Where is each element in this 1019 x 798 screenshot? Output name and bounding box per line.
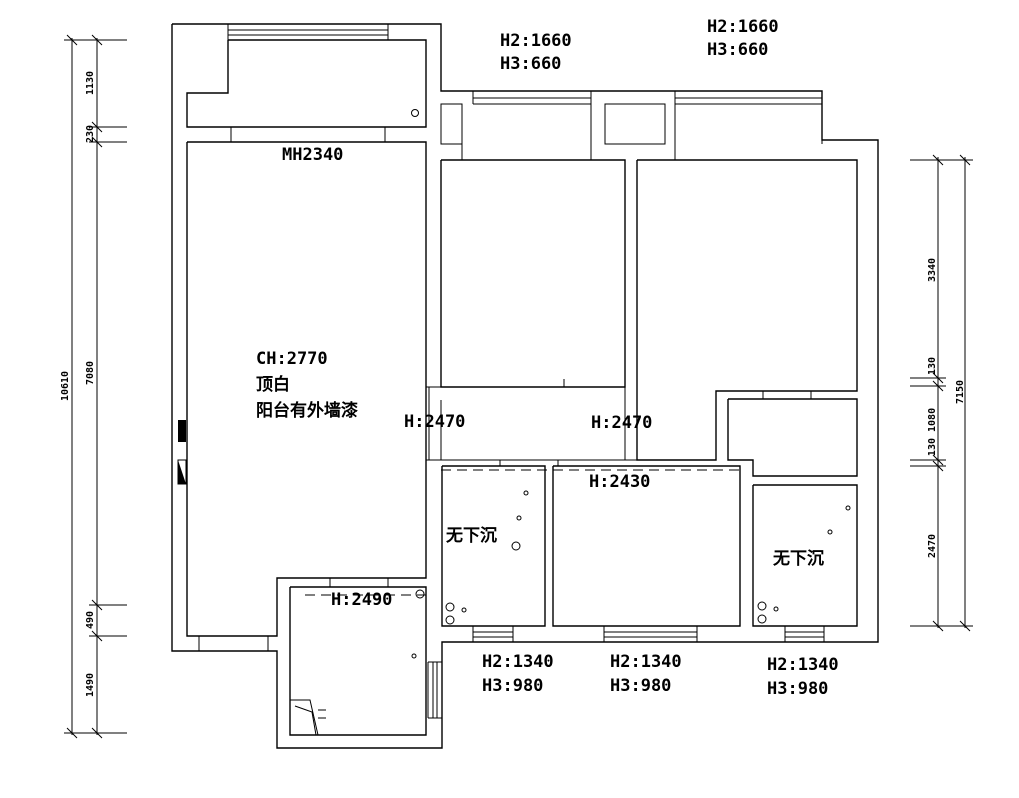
middle-room [552, 460, 741, 642]
right-dim-4: 2470 [927, 534, 938, 558]
top-balcony [186, 24, 427, 143]
kitchen [289, 578, 442, 736]
top-window-1-h2: H2:1660 [500, 31, 572, 51]
bottom-window-1-h3: H3:980 [482, 676, 543, 696]
bathroom-right [752, 484, 858, 642]
left-total-dim: 10610 [60, 371, 71, 401]
bath-left-label: 无下沉 [445, 525, 497, 546]
right-dim-3: 130 1080 [927, 408, 938, 456]
h-kitchen-label: H:2490 [331, 590, 392, 610]
outer-walls [171, 23, 879, 749]
left-dim-3: 7080 [85, 361, 96, 385]
entry-door-mark [178, 420, 186, 442]
bath-right-label: 无下沉 [772, 548, 824, 569]
h-left-label: H:2470 [404, 412, 465, 432]
left-dim-1: 1130 [85, 71, 96, 95]
mh-label: MH2340 [282, 145, 343, 165]
corridor [426, 386, 740, 471]
living-balcony-note: 阳台有外墙漆 [256, 400, 358, 421]
labels: H2:1660 H3:660 H2:1660 H3:660 MH2340 CH:… [256, 17, 839, 699]
left-dim-2: 230 [85, 125, 96, 143]
left-dim-4: 490 [85, 611, 96, 629]
living-room [177, 141, 427, 651]
h-right-label: H:2470 [591, 413, 652, 433]
bottom-window-1-h2: H2:1340 [482, 652, 554, 672]
drain-icon [411, 109, 419, 117]
bedroom-right [636, 159, 858, 477]
h-corridor-label: H:2430 [589, 472, 650, 492]
living-ceiling-label: 顶白 [256, 374, 290, 395]
top-window-2-h3: H3:660 [707, 40, 768, 60]
living-ch-label: CH:2770 [256, 349, 328, 369]
left-dim-5: 1490 [85, 673, 96, 697]
top-window-bays [440, 91, 857, 161]
right-dim-2: 130 [927, 357, 938, 375]
top-window-2-h2: H2:1660 [707, 17, 779, 37]
bottom-window-2-h3: H3:980 [610, 676, 671, 696]
right-total-dim: 7150 [955, 380, 966, 404]
top-window-1-h3: H3:660 [500, 54, 561, 74]
bottom-window-3-h3: H3:980 [767, 679, 828, 699]
bedroom-left [440, 159, 626, 388]
bottom-window-3-h2: H2:1340 [767, 655, 839, 675]
bottom-window-2-h2: H2:1340 [610, 652, 682, 672]
left-dimension-chain: 10610 1130 230 7080 490 1490 [60, 34, 127, 739]
right-dimension-chain: 3340 130 130 1080 2470 7150 [910, 154, 973, 632]
bathroom-left [441, 460, 546, 642]
right-dim-1: 3340 [927, 258, 938, 282]
